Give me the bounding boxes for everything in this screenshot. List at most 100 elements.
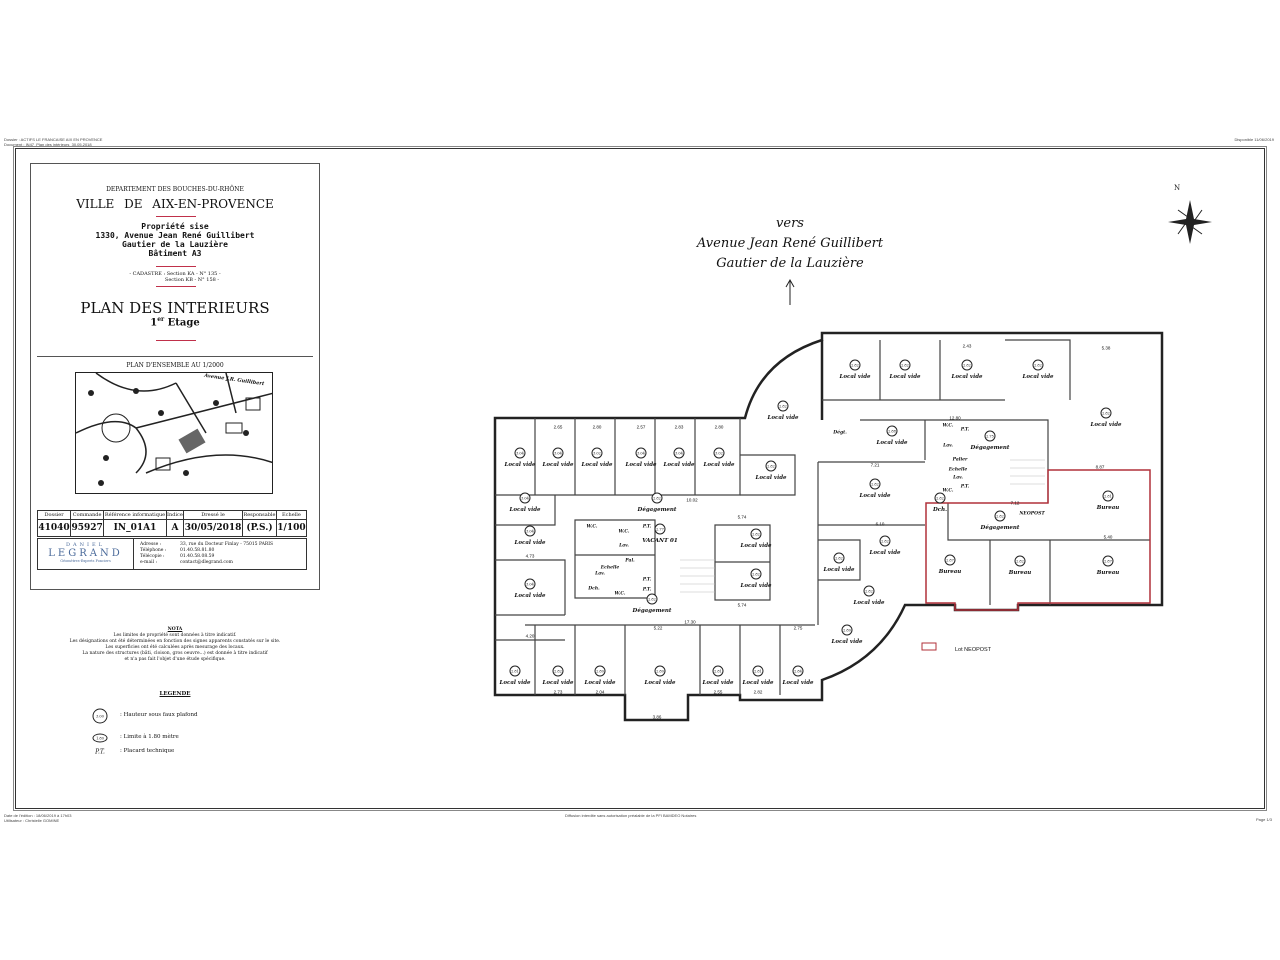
dimension-label: 17.30 bbox=[684, 619, 696, 625]
dimension-label: 8.87 bbox=[1095, 464, 1105, 470]
room-label: Local vide bbox=[823, 567, 855, 573]
room-label: Dch. bbox=[932, 507, 948, 513]
room-label: Local vide bbox=[755, 475, 787, 481]
lot-neopost-boundary bbox=[925, 469, 1151, 611]
fixture-label: P.T. bbox=[642, 587, 652, 593]
dimension-label: 5.40 bbox=[1103, 534, 1113, 540]
legend-text: : Limite à 1.80 mètre bbox=[120, 734, 179, 740]
footer-page: Page 1/3 bbox=[1255, 817, 1272, 822]
dimension-label: 7.21 bbox=[870, 462, 880, 468]
surveyor-block: DANIEL LEGRAND Géomètres-Experts Foncier… bbox=[37, 538, 307, 570]
dimension-label: 5.74 bbox=[737, 514, 747, 520]
ceiling-height-icon: 2.82 bbox=[899, 359, 911, 371]
ceiling-height-icon: 2.82 bbox=[934, 492, 946, 504]
dimension-label: 2.82 bbox=[753, 689, 763, 695]
etage-num: 1 bbox=[150, 317, 158, 329]
room-label: Local vide bbox=[740, 543, 772, 549]
footer-notice: Diffusion interdite sans autorisation pr… bbox=[565, 813, 697, 818]
fixture-label: P.T. bbox=[960, 427, 970, 433]
header-disponible: Disponible 11/06/2019 bbox=[1234, 137, 1274, 142]
room-label: Local vide bbox=[703, 462, 735, 468]
room-label: Local vide bbox=[951, 374, 983, 380]
header-document: Document : IN47_Plan des intérieurs_30.0… bbox=[4, 142, 92, 147]
fixture-label: W.C. bbox=[942, 423, 954, 429]
fixture-label: NEOPOST bbox=[1019, 511, 1045, 517]
ceiling-height-icon: 2.82 bbox=[651, 492, 663, 504]
dimension-label: 12.80 bbox=[949, 415, 961, 421]
room-label: Local vide bbox=[584, 680, 616, 686]
ceiling-height-icon: 3.04 bbox=[514, 447, 526, 459]
ceiling-height-icon: 2.81 bbox=[712, 665, 724, 677]
ceiling-height-icon: 2.82 bbox=[765, 460, 777, 472]
location-map: Avenue J.R. Guillibert bbox=[75, 372, 273, 494]
fixture-label: Echelle bbox=[948, 467, 968, 473]
lot-legend-swatch bbox=[921, 642, 937, 651]
header-dossier: Dossier : ACTIFS LE FRANCAISE AIX EN PRO… bbox=[4, 137, 103, 142]
nota-title: NOTA bbox=[167, 627, 183, 632]
dimension-label: 5.22 bbox=[653, 625, 663, 631]
ceiling-height-icon: 3.04 bbox=[635, 447, 647, 459]
ceiling-height-icon: 2.80 bbox=[594, 665, 606, 677]
room-label: Local vide bbox=[514, 593, 546, 599]
legrand-logo: DANIEL LEGRAND Géomètres-Experts Foncier… bbox=[38, 539, 134, 569]
contact-value: contact@dlegrand.com bbox=[180, 560, 233, 565]
footer-user: Utilisateur : Christelle GOMINE bbox=[4, 818, 60, 823]
logo-name2: LEGRAND bbox=[48, 548, 123, 559]
room-label: Dégagement bbox=[637, 507, 677, 513]
legend-text: : Hauteur sous faux plafond bbox=[120, 712, 198, 718]
ceiling-height-icon: 3.02 bbox=[591, 447, 603, 459]
legend-symbol-icon: 3.00 bbox=[92, 708, 108, 724]
room-label: Dégagement bbox=[970, 445, 1010, 451]
direction-arrow-icon bbox=[785, 278, 795, 305]
fixture-label: Lav. bbox=[953, 475, 963, 481]
room-label: Local vide bbox=[1022, 374, 1054, 380]
room-label: Local vide bbox=[859, 493, 891, 499]
room-label: Local vide bbox=[514, 540, 546, 546]
room-label: Local vide bbox=[889, 374, 921, 380]
table-value: A bbox=[165, 519, 185, 537]
vers-line1: vers bbox=[776, 216, 804, 231]
room-label: Local vide bbox=[740, 583, 772, 589]
ceiling-height-icon: 2.81 bbox=[752, 665, 764, 677]
fixture-label: P.T. bbox=[960, 484, 970, 490]
dimension-label: 4.20 bbox=[525, 633, 535, 639]
fixture-label: W.C. bbox=[618, 529, 630, 535]
ceiling-height-icon: 2.87 bbox=[1102, 555, 1114, 567]
propriete: Propriété sise bbox=[141, 222, 209, 231]
ceiling-height-icon: 2.82 bbox=[1014, 555, 1026, 567]
sheet-frame bbox=[15, 148, 1265, 809]
fixture-label: Palier bbox=[952, 457, 968, 463]
outer-frame bbox=[13, 146, 1267, 811]
ceiling-height-icon: 2.80 bbox=[841, 624, 853, 636]
divider bbox=[156, 216, 196, 217]
dimension-label: 3.86 bbox=[652, 714, 662, 720]
room-label: Local vide bbox=[853, 600, 885, 606]
dimension-label: 5.74 bbox=[737, 602, 747, 608]
dimension-label: 2.04 bbox=[595, 689, 605, 695]
room-label: Bureau bbox=[1008, 570, 1032, 576]
ceiling-height-icon: 2.81 bbox=[1102, 490, 1114, 502]
legend-symbol-icon: 1.80 bbox=[92, 733, 108, 743]
ceiling-height-icon: 3.04 bbox=[524, 525, 536, 537]
ceiling-height-icon: 2.77 bbox=[654, 523, 666, 535]
ceiling-height-icon: 2.82 bbox=[849, 359, 861, 371]
nota-line: La nature des structures (bâti, cloison,… bbox=[82, 651, 268, 656]
room-label: Local vide bbox=[625, 462, 657, 468]
plan-ensemble-label: PLAN D'ENSEMBLE AU 1/2000 bbox=[126, 362, 224, 369]
fixture-label: Lav. bbox=[943, 443, 953, 449]
room-label: Dégagement bbox=[980, 525, 1020, 531]
ceiling-height-icon: 3.04 bbox=[673, 447, 685, 459]
room-label: Local vide bbox=[876, 440, 908, 446]
vers-line2: Avenue Jean René Guillibert bbox=[696, 236, 884, 251]
cadastre-2: Section KB - N° 158 - bbox=[164, 277, 220, 283]
ceiling-height-icon: 2.82 bbox=[552, 665, 564, 677]
dimension-label: 2.80 bbox=[714, 424, 724, 430]
room-label: Local vide bbox=[702, 680, 734, 686]
ceiling-height-icon: 2.81 bbox=[509, 665, 521, 677]
title-block: DEPARTEMENT DES BOUCHES-DU-RHÔNE VILLE D… bbox=[30, 163, 320, 590]
contact-label: Télécopie : bbox=[140, 554, 165, 559]
vers-line3: Gautier de la Lauzière bbox=[716, 256, 864, 271]
legende-title: LEGENDE bbox=[159, 691, 191, 697]
